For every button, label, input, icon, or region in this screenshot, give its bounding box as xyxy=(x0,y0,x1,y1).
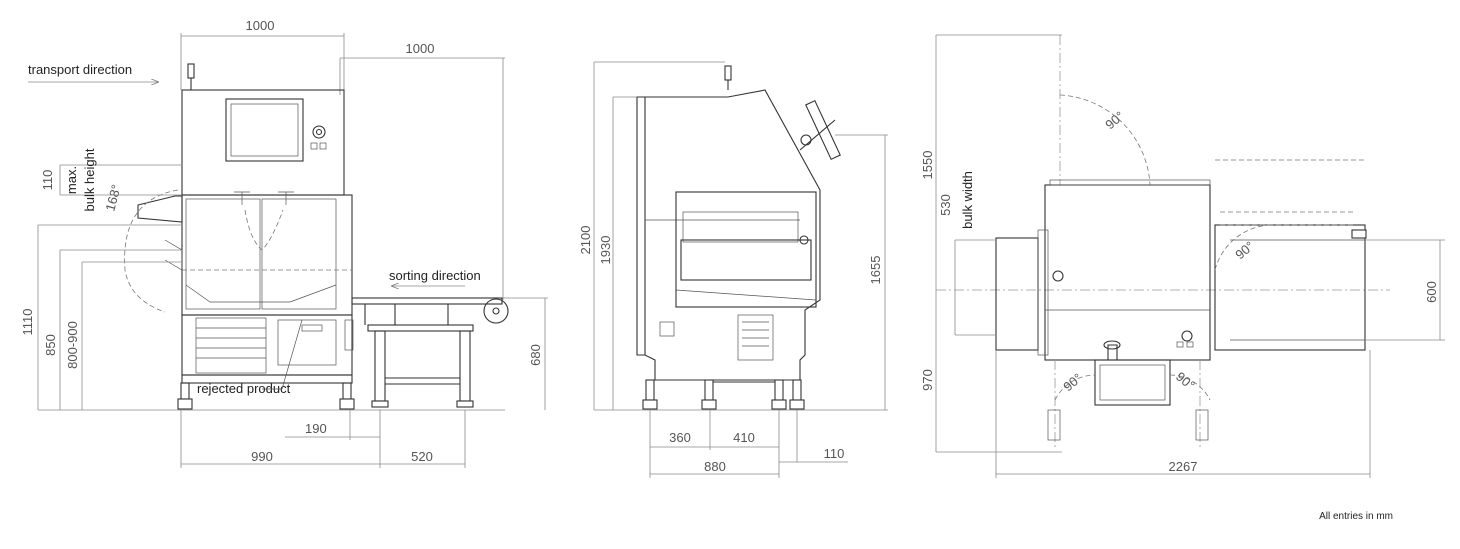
angle-top-90: 90° xyxy=(1102,108,1127,132)
dim-conveyor-680: 680 xyxy=(528,344,543,366)
dim-height-1655: 1655 xyxy=(868,256,883,285)
dim-height-1110: 1110 xyxy=(20,309,35,336)
dim-len-2267: 2267 xyxy=(1169,459,1198,474)
side-view: 2100 1930 1655 360 410 880 110 xyxy=(578,61,888,478)
dim-width-530: 530 xyxy=(938,194,953,216)
dim-w-110: 110 xyxy=(824,446,845,461)
dim-offset-190: 190 xyxy=(305,421,327,436)
max-label: max. xyxy=(64,166,79,194)
dim-width-600: 600 xyxy=(1424,281,1439,303)
units-footnote: All entries in mm xyxy=(1319,511,1393,522)
dim-w-360: 360 xyxy=(669,430,691,445)
dim-len-970: 970 xyxy=(920,369,935,391)
dim-depth-990: 990 xyxy=(251,449,273,464)
dim-w-880: 880 xyxy=(704,459,726,474)
angle-br-90: 90° xyxy=(1173,369,1198,393)
dim-height-2100: 2100 xyxy=(578,226,593,255)
dim-height-850: 850 xyxy=(43,334,58,356)
dim-conveyor-1000: 1000 xyxy=(406,41,435,56)
front-view: transport direction 1000 1000 xyxy=(20,18,548,468)
angle-168: 168° xyxy=(102,183,123,213)
angle-bl-90: 90° xyxy=(1060,370,1085,394)
transport-direction-label: transport direction xyxy=(28,62,132,77)
sorting-direction-label: sorting direction xyxy=(389,268,481,283)
dim-w-410: 410 xyxy=(733,430,755,445)
bulk-width-label: bulk width xyxy=(960,171,975,229)
dim-width-1000: 1000 xyxy=(246,18,275,33)
dim-height-1930: 1930 xyxy=(598,236,613,265)
bulk-height-label: bulk height xyxy=(82,148,97,211)
dim-height-800-900: 800-900 xyxy=(65,321,80,369)
dim-depth-520: 520 xyxy=(411,449,433,464)
dim-bulk-110: 110 xyxy=(40,170,55,191)
dim-len-1550: 1550 xyxy=(920,151,935,180)
angle-right-90: 90° xyxy=(1232,238,1257,262)
top-view: 90° 90° 90° 90° 1550 970 530 bulk width … xyxy=(920,34,1445,478)
rejected-product-label: rejected product xyxy=(197,381,291,396)
